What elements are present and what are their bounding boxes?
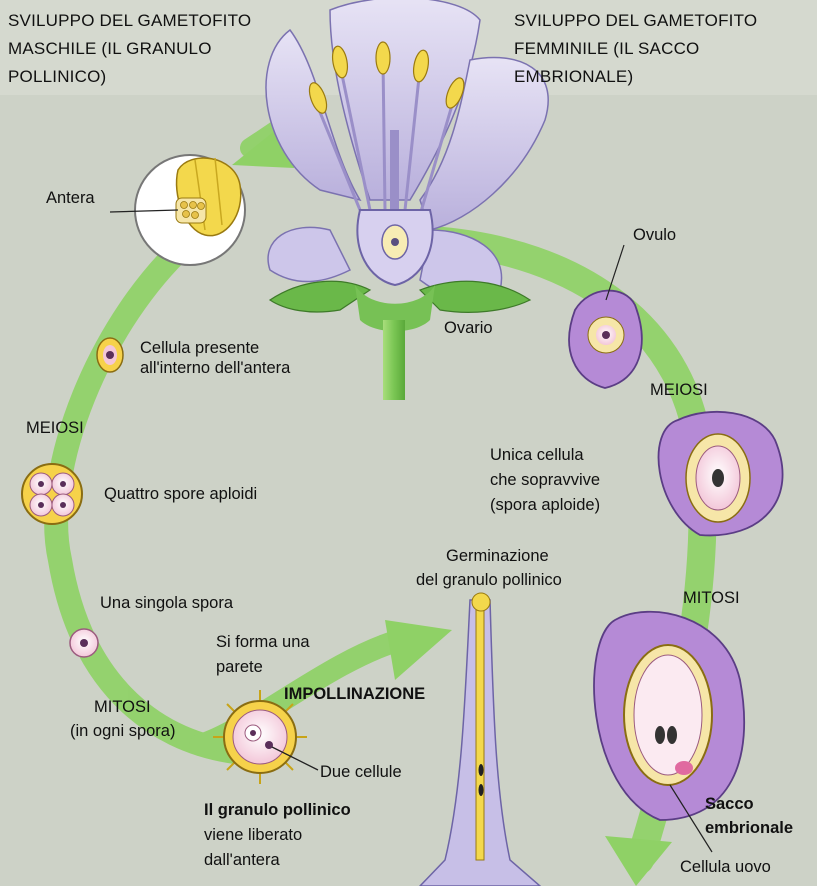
stamen-anther-4: [412, 49, 430, 83]
female-header-line-3: EMBRIONALE): [514, 67, 634, 86]
male-header-line-1: SVILUPPO DEL GAMETOFITO: [8, 11, 252, 30]
male-header-line-2: MASCHILE (IL GRANULO: [8, 39, 212, 58]
label-due-cellule: Due cellule: [320, 763, 402, 781]
flower-petal-right: [419, 56, 549, 231]
label-unica-cellula-1: Unica cellula: [490, 446, 584, 464]
label-sacco-2: embrionale: [705, 819, 794, 837]
label-mitosi-left-1: MITOSI: [94, 698, 151, 716]
flower-illustration: [265, 0, 549, 400]
flower-stem: [383, 320, 405, 400]
pollen-tube: [418, 592, 542, 886]
label-quattro-spore: Quattro spore aploidi: [104, 485, 258, 503]
stamen-anther-3: [375, 41, 391, 75]
label-germinazione-2: del granulo pollinico: [416, 571, 562, 589]
label-cellula-presente-1: Cellula presente: [140, 339, 260, 357]
arrowhead-right-bottom: [605, 836, 672, 886]
label-impollinazione: IMPOLLINAZIONE: [284, 685, 426, 703]
flower-style: [390, 130, 399, 220]
label-antera: Antera: [46, 189, 95, 207]
label-singola-spora: Una singola spora: [100, 594, 233, 612]
pollen-grain: [213, 690, 319, 784]
arrowhead-bottom: [385, 620, 452, 680]
anther-cell: [96, 337, 124, 373]
stamen-anther-2: [331, 45, 349, 79]
label-ovario: Ovario: [444, 319, 493, 337]
stamen-anther-1: [308, 82, 328, 114]
label-unica-cellula-3: (spora aploide): [490, 496, 601, 514]
label-granulo-2: viene liberato: [204, 826, 303, 844]
label-mitosi-right: MITOSI: [683, 589, 740, 607]
flower-petal-left: [265, 28, 362, 202]
label-ovulo: Ovulo: [633, 226, 677, 244]
label-si-forma-2: parete: [216, 658, 263, 676]
anther-magnified: [109, 154, 246, 266]
label-mitosi-left-2: (in ogni spora): [70, 722, 176, 740]
label-si-forma-1: Si forma una: [216, 633, 310, 651]
embryo-sac: [593, 610, 746, 853]
spore-tetrad: [21, 463, 83, 525]
label-germinazione-1: Germinazione: [446, 547, 549, 565]
stamen-anther-5: [445, 77, 465, 109]
female-header-line-2: FEMMINILE (IL SACCO: [514, 39, 700, 58]
cycle-arrow-left: [44, 228, 247, 764]
ovule-stage-1: [568, 244, 643, 389]
label-meiosi-right: MEIOSI: [650, 381, 708, 399]
flower-receptacle: [355, 285, 435, 332]
flower-sepal-left: [268, 280, 372, 313]
ovule-stage-2: [657, 410, 784, 537]
flower-petal-lower-left: [267, 226, 352, 283]
female-header-line-1: SVILUPPO DEL GAMETOFITO: [514, 11, 758, 30]
label-granulo-1: Il granulo pollinico: [204, 801, 351, 819]
male-header-line-3: POLLINICO): [8, 67, 107, 86]
label-granulo-3: dall'antera: [204, 851, 280, 869]
label-unica-cellula-2: che sopravvive: [490, 471, 601, 489]
label-meiosi-left: MEIOSI: [26, 419, 84, 437]
single-spore: [69, 628, 99, 658]
label-sacco-1: Sacco: [705, 795, 754, 813]
label-cellula-presente-2: all'interno dell'antera: [140, 359, 291, 377]
flower-sepal-right: [418, 280, 532, 313]
label-cellula-uovo: Cellula uovo: [680, 858, 771, 876]
